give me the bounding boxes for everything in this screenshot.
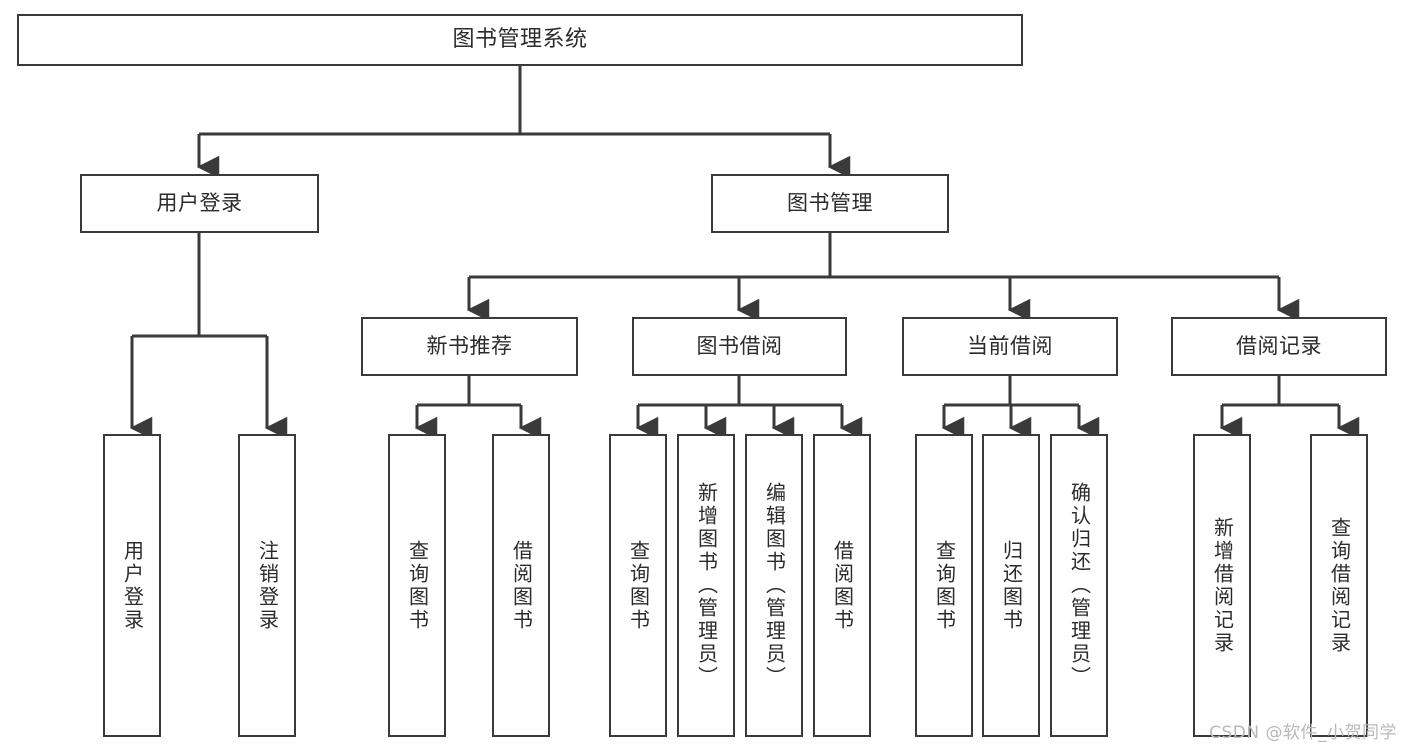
- leaf-borrow-book-1[interactable]: 借阅图书: [492, 434, 550, 737]
- node-label: 借阅图书: [509, 539, 534, 632]
- node-label: 图书管理: [787, 190, 873, 215]
- leaf-borrow-book-2[interactable]: 借阅图书: [813, 434, 871, 737]
- node-book-borrow[interactable]: 图书借阅: [632, 317, 847, 376]
- node-label: 编辑图书（管理员）: [762, 482, 787, 689]
- leaf-add-record[interactable]: 新增借阅记录: [1193, 434, 1251, 737]
- node-label: 当前借阅: [967, 333, 1053, 358]
- leaf-edit-book[interactable]: 编辑图书（管理员）: [745, 434, 803, 737]
- node-label: 查询图书: [405, 539, 430, 632]
- node-new-book-recommend[interactable]: 新书推荐: [361, 317, 578, 376]
- node-label: 查询图书: [932, 539, 957, 632]
- node-label: 查询借阅记录: [1327, 516, 1352, 655]
- node-label: 用户登录: [156, 190, 243, 215]
- leaf-confirm-return[interactable]: 确认归还（管理员）: [1050, 434, 1108, 737]
- node-label: 新书推荐: [426, 333, 513, 358]
- watermark-text: CSDN @软件_小贺同学: [1209, 723, 1397, 743]
- node-label: 借阅图书: [830, 539, 855, 632]
- node-label: 查询图书: [626, 539, 651, 632]
- leaf-query-record[interactable]: 查询借阅记录: [1310, 434, 1368, 737]
- node-label: 图书管理系统: [452, 26, 588, 52]
- leaf-query-book-2[interactable]: 查询图书: [609, 434, 667, 737]
- node-label: 注销登录: [255, 539, 280, 632]
- leaf-logout[interactable]: 注销登录: [238, 434, 296, 737]
- leaf-query-book-1[interactable]: 查询图书: [388, 434, 446, 737]
- leaf-user-login[interactable]: 用户登录: [103, 434, 161, 737]
- node-label: 图书借阅: [696, 333, 783, 358]
- node-label: 用户登录: [120, 539, 145, 632]
- node-label: 新增借阅记录: [1210, 516, 1235, 655]
- node-label: 确认归还（管理员）: [1067, 482, 1092, 689]
- node-book-management[interactable]: 图书管理: [711, 174, 949, 233]
- leaf-return-book[interactable]: 归还图书: [982, 434, 1040, 737]
- leaf-query-book-3[interactable]: 查询图书: [915, 434, 973, 737]
- node-label: 新增图书（管理员）: [694, 482, 719, 689]
- node-label: 归还图书: [999, 539, 1024, 632]
- node-current-borrow[interactable]: 当前借阅: [902, 317, 1118, 376]
- node-label: 借阅记录: [1236, 333, 1322, 358]
- leaf-add-book[interactable]: 新增图书（管理员）: [677, 434, 735, 737]
- node-borrow-record[interactable]: 借阅记录: [1171, 317, 1387, 376]
- node-user-login[interactable]: 用户登录: [80, 174, 319, 233]
- node-root-system[interactable]: 图书管理系统: [17, 14, 1023, 66]
